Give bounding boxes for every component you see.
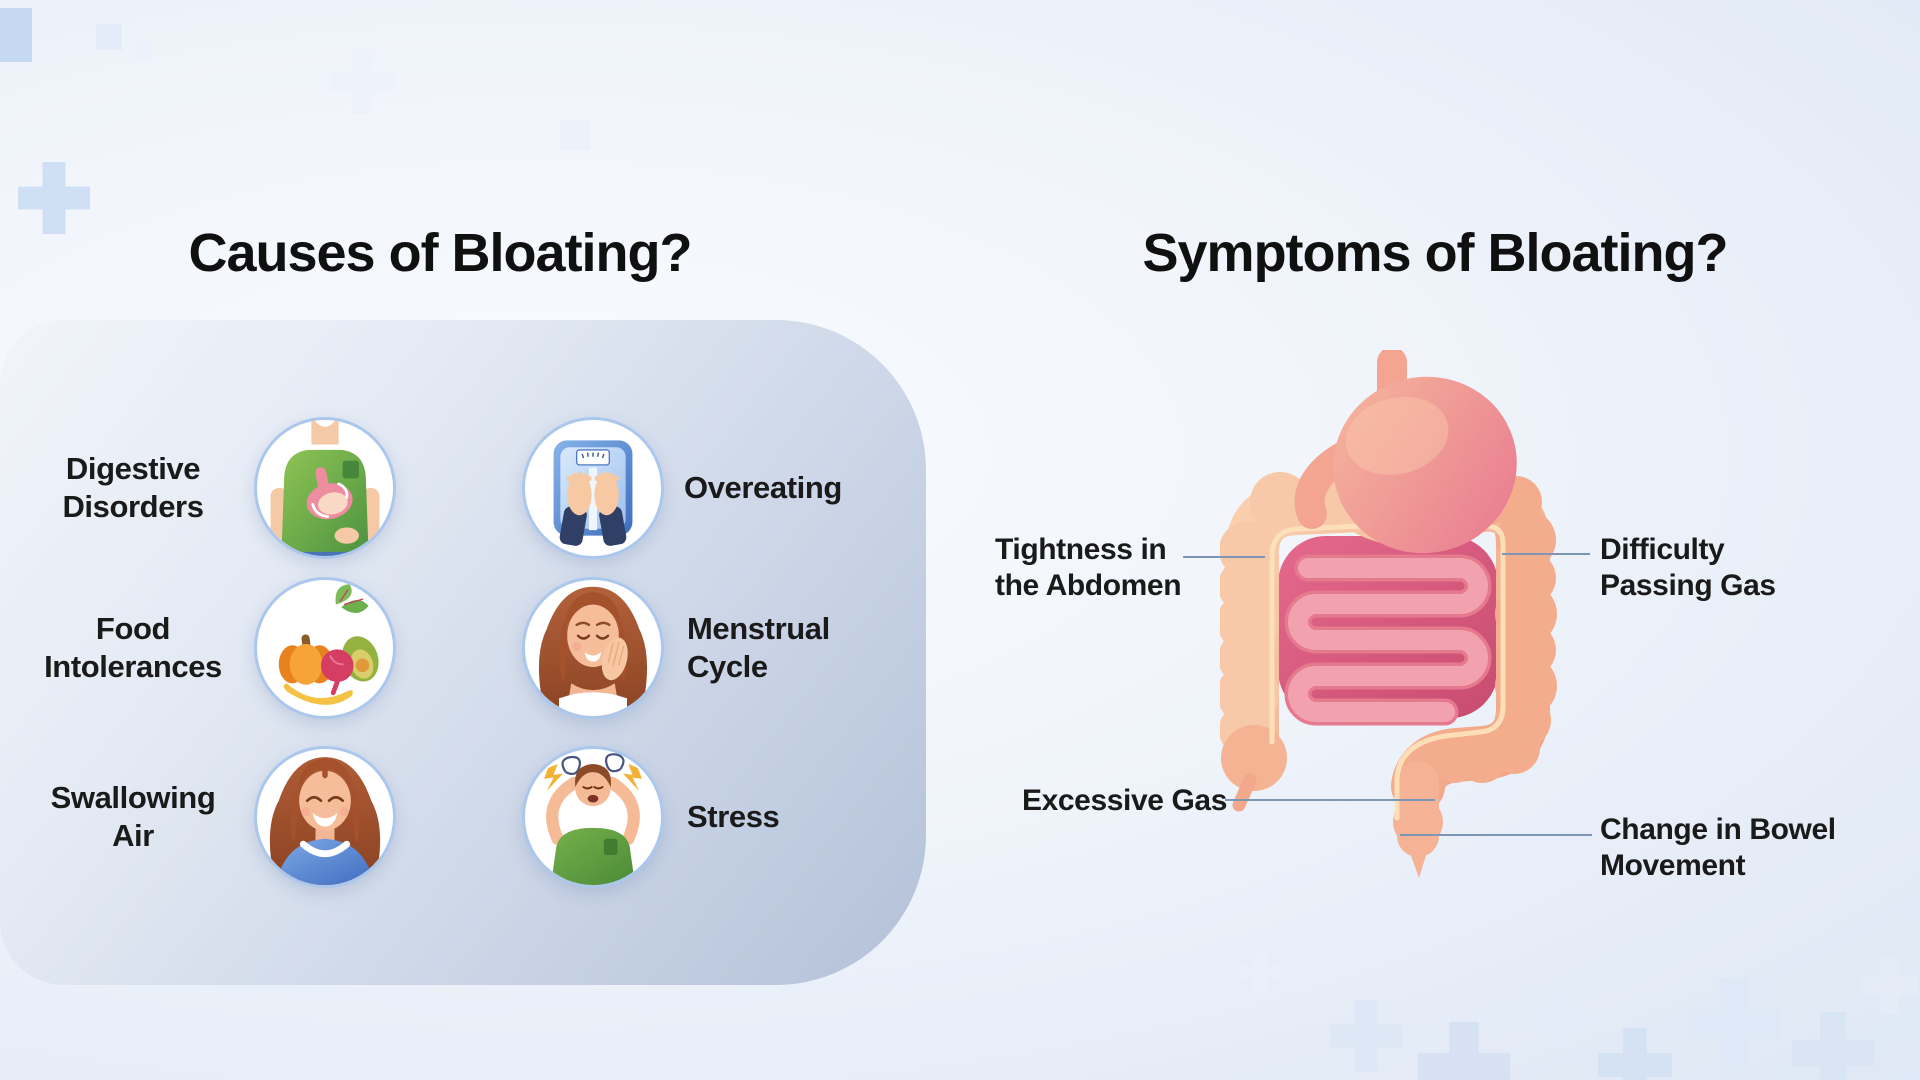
plus-decoration — [1792, 1012, 1874, 1080]
symptom-label-excessive-gas: Excessive Gas — [1022, 784, 1227, 817]
menstrual-cycle-icon — [522, 577, 664, 719]
symptoms-heading: Symptoms of Bloating? — [1142, 223, 1729, 283]
symptom-label-change-bowel-movement: Change in Bowel Movement — [1600, 813, 1836, 882]
plus-decoration — [1598, 1028, 1672, 1080]
leader-line-tightness — [1183, 556, 1265, 558]
cause-label-food-intolerances: Food Intolerances — [44, 611, 222, 684]
cause-label-stress: Stress — [687, 799, 780, 834]
cause-label-digestive-disorders: Digestive Disorders — [62, 451, 204, 524]
square-decoration — [134, 40, 152, 58]
symptom-label-difficulty-passing-gas: Difficulty Passing Gas — [1600, 533, 1776, 602]
leader-line-excessive — [1225, 799, 1435, 801]
symptom-label-tightness-abdomen: Tightness in the Abdomen — [995, 533, 1182, 602]
food-intolerances-icon — [254, 577, 396, 719]
digestive-tract-illustration — [1220, 350, 1557, 878]
square-decoration — [0, 8, 32, 62]
digestive-disorders-icon — [254, 417, 396, 559]
plus-decoration — [330, 50, 394, 114]
plus-decoration — [1418, 1022, 1510, 1080]
overeating-scale-icon — [522, 417, 664, 559]
cause-label-overeating: Overeating — [684, 470, 842, 505]
square-decoration — [560, 120, 590, 150]
plus-decoration — [1330, 1000, 1402, 1072]
cause-label-swallowing-air: Swallowing Air — [50, 780, 216, 853]
plus-decoration — [1862, 958, 1918, 1014]
stress-icon — [522, 746, 664, 888]
causes-heading: Causes of Bloating? — [188, 223, 692, 283]
causes-panel — [0, 320, 926, 985]
square-decoration — [96, 24, 122, 50]
plus-decoration — [1688, 978, 1780, 1070]
cause-label-menstrual-cycle: Menstrual Cycle — [687, 611, 830, 684]
swallowing-air-icon — [254, 746, 396, 888]
leader-line-difficulty — [1502, 553, 1590, 555]
leader-line-change — [1400, 834, 1592, 836]
plus-decoration — [1240, 952, 1280, 992]
plus-decoration — [1532, 990, 1590, 1048]
